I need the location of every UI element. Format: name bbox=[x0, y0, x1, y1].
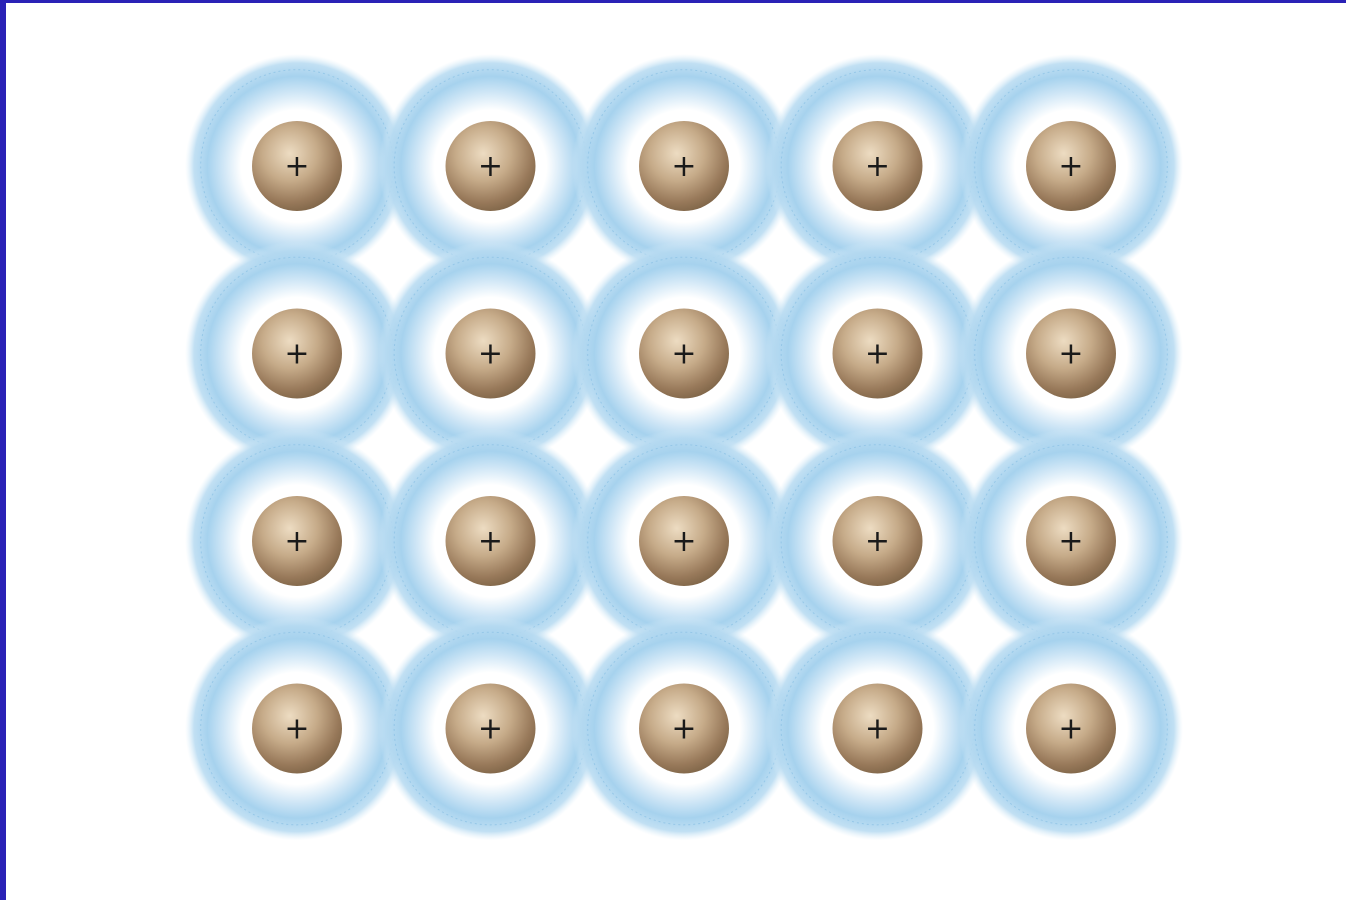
ion-charge-label: + bbox=[284, 337, 309, 372]
ion-charge-label: + bbox=[284, 524, 309, 559]
positive-ion: + bbox=[833, 121, 923, 211]
positive-ion: + bbox=[1026, 496, 1116, 586]
positive-ion: + bbox=[252, 121, 342, 211]
positive-ion: + bbox=[446, 121, 536, 211]
positive-ion: + bbox=[446, 496, 536, 586]
positive-ion: + bbox=[252, 684, 342, 774]
positive-ion: + bbox=[833, 496, 923, 586]
ion-charge-label: + bbox=[671, 337, 696, 372]
ion-charge-label: + bbox=[865, 337, 890, 372]
positive-ion: + bbox=[446, 309, 536, 399]
positive-ion: + bbox=[639, 496, 729, 586]
ion-charge-label: + bbox=[1058, 149, 1083, 184]
ion-charge-label: + bbox=[865, 524, 890, 559]
positive-ion: + bbox=[1026, 684, 1116, 774]
positive-ion: + bbox=[639, 684, 729, 774]
positive-ion: + bbox=[639, 121, 729, 211]
ion-charge-label: + bbox=[671, 712, 696, 747]
positive-ion: + bbox=[639, 309, 729, 399]
positive-ion: + bbox=[1026, 121, 1116, 211]
ion-charge-label: + bbox=[865, 712, 890, 747]
ion-charge-label: + bbox=[1058, 524, 1083, 559]
ion-charge-label: + bbox=[671, 149, 696, 184]
ion-charge-label: + bbox=[478, 524, 503, 559]
positive-ion: + bbox=[252, 496, 342, 586]
positive-ion: + bbox=[833, 684, 923, 774]
ion-charge-label: + bbox=[865, 149, 890, 184]
positive-ion: + bbox=[833, 309, 923, 399]
ion-charge-label: + bbox=[478, 149, 503, 184]
ion-charge-label: + bbox=[284, 712, 309, 747]
ion-charge-label: + bbox=[478, 337, 503, 372]
positive-ion: + bbox=[1026, 309, 1116, 399]
ion-charge-label: + bbox=[478, 712, 503, 747]
positive-ion: + bbox=[446, 684, 536, 774]
ion-charge-label: + bbox=[671, 524, 696, 559]
ion-charge-label: + bbox=[1058, 337, 1083, 372]
ion-charge-label: + bbox=[284, 149, 309, 184]
positive-ion: + bbox=[252, 309, 342, 399]
ion-charge-label: + bbox=[1058, 712, 1083, 747]
